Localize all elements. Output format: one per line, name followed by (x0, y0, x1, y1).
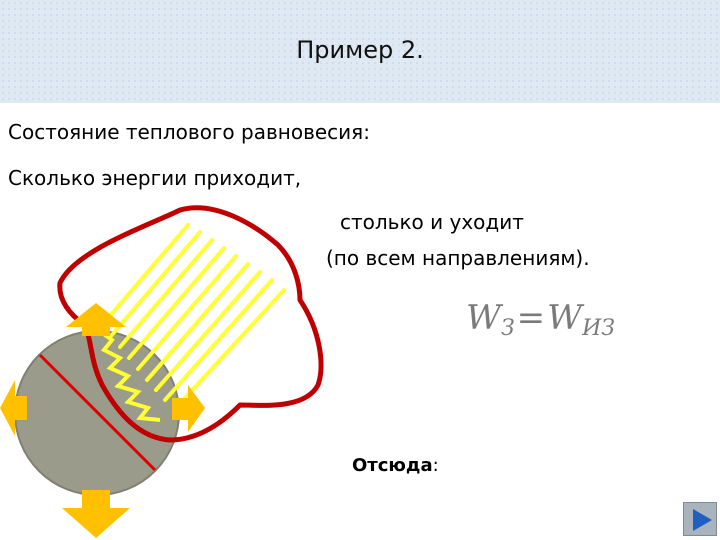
arrow-up (66, 303, 126, 336)
terminator-line (38, 353, 157, 472)
text-line-1: Состояние теплового равновесия: (8, 120, 370, 144)
formula-sub1: З (500, 316, 515, 341)
formula-sub2: ИЗ (582, 316, 616, 341)
formula-w1: W (466, 298, 501, 338)
arrow-left (0, 380, 27, 436)
text-line-2: Сколько энергии приходит, (8, 166, 302, 190)
text-line-4: (по всем направлениям). (326, 246, 590, 270)
formula-w2: W (547, 298, 583, 338)
emission-arrows (0, 303, 205, 538)
slide-title: Пример 2. (296, 36, 424, 64)
incoming-rays (100, 223, 286, 412)
formula-equals: = (516, 298, 546, 338)
energy-balance-formula: WЗ=WИЗ (466, 298, 616, 341)
earth-radiation-illustration (0, 205, 324, 538)
header-banner: Пример 2. (0, 0, 720, 103)
hence-label: Отсюда: (352, 455, 439, 476)
arrow-down (62, 490, 130, 538)
next-slide-triangle-icon (693, 509, 712, 531)
atmosphere-outline (57, 205, 324, 443)
text-line-3: столько и уходит (340, 210, 524, 234)
next-slide-button[interactable] (683, 502, 717, 536)
zigzag-ray (96, 328, 161, 422)
arrow-right (172, 385, 205, 432)
